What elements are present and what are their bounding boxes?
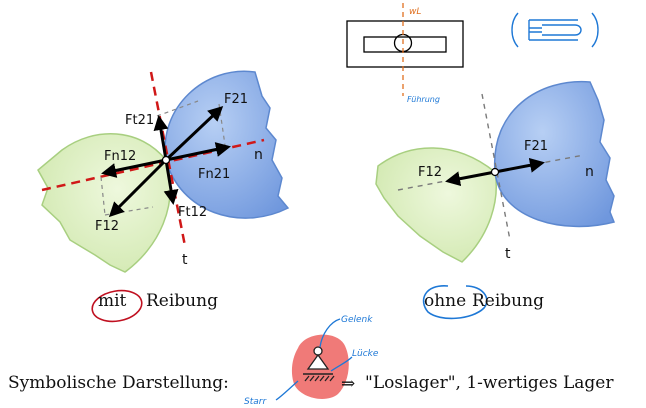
tangent-axis-right xyxy=(481,93,511,241)
loslager-text: "Loslager", 1-wertiges Lager xyxy=(365,373,614,393)
label-f12-right: F12 xyxy=(418,165,442,180)
blue-body-right xyxy=(494,80,616,228)
axis-label-n-left: n xyxy=(254,147,263,163)
force-arrows-right xyxy=(445,157,545,187)
label-ft21-left: Ft21 xyxy=(125,113,154,128)
axis-label-t-left: t xyxy=(182,252,188,268)
symbolic-label: Symbolische Darstellung: xyxy=(8,373,229,393)
caption-rest-right: Reibung xyxy=(472,291,544,311)
wl-label: wL xyxy=(409,7,421,17)
left-figure: F21 Ft21 Fn12 Fn21 F12 Ft12 n t mit Reib… xyxy=(37,70,290,323)
luecke-note: Lücke xyxy=(352,349,379,359)
bottom-row: Symbolische Darstellung: Gelenk Lücke St… xyxy=(8,315,614,407)
label-f12-left: F12 xyxy=(95,219,119,234)
contact-point-right xyxy=(490,167,500,177)
gelenk-note: Gelenk xyxy=(341,315,373,325)
axis-label-n-right: n xyxy=(585,164,594,180)
top-sketch: wL Führung xyxy=(346,3,599,104)
caption-rest-left: Reibung xyxy=(146,291,218,311)
support-sketch xyxy=(511,12,599,48)
fuhrung-label: Führung xyxy=(407,95,440,104)
guide-slot-rect xyxy=(363,36,447,53)
loslager-symbol xyxy=(303,346,335,382)
contact-point-left xyxy=(161,155,171,165)
starr-note: Starr xyxy=(244,397,267,407)
annotation-strokes xyxy=(275,318,353,401)
label-f21-left: F21 xyxy=(224,92,248,107)
force-arrows-left xyxy=(101,105,231,218)
axis-label-t-right: t xyxy=(505,246,511,262)
label-fn12-left: Fn12 xyxy=(104,149,136,164)
blue-circle-mark xyxy=(422,285,488,320)
label-ft12-left: Ft12 xyxy=(178,205,207,220)
guide-outer-rect xyxy=(346,20,464,68)
caption-mark-left: mit xyxy=(98,291,127,311)
right-figure: F21 F12 n t ohne Reibung xyxy=(375,80,616,320)
caption-mark-right: ohne xyxy=(424,291,466,311)
label-fn21-left: Fn21 xyxy=(198,167,230,182)
normal-axis-left xyxy=(41,138,265,192)
red-circle-mark xyxy=(91,289,143,323)
label-f21-right: F21 xyxy=(524,139,548,154)
implies-arrow: ⇒ xyxy=(341,374,355,394)
